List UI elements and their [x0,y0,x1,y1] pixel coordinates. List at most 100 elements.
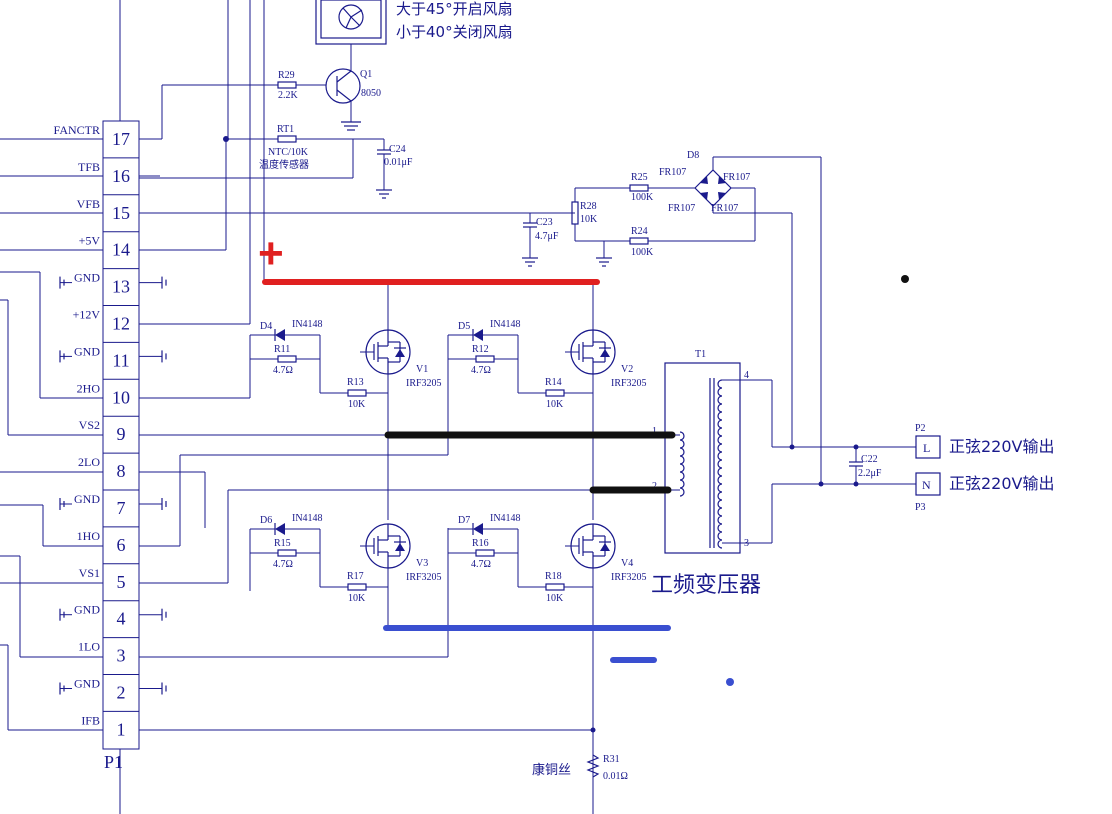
svg-text:100K: 100K [631,192,654,203]
pin-number: 17 [112,129,130,149]
connector-pin-11: 11 GND [59,341,167,370]
pin-signal-label: GND [74,344,100,358]
pin-number: 12 [112,314,130,334]
svg-text:D6: D6 [260,515,272,526]
black-dot [901,275,909,283]
svg-text:IRF3205: IRF3205 [406,572,442,583]
svg-text:R12: R12 [472,344,489,355]
pin-number: 1 [117,719,126,739]
r31-shunt: R31 0.01Ω 康铜丝 [532,754,628,782]
connector-name: P1 [104,752,123,772]
connector-pin-17: 17 FANCTR [54,123,130,149]
svg-text:D7: D7 [458,515,470,526]
diode-icon [473,329,483,341]
q1-ref: Q1 [360,69,372,80]
svg-text:IRF3205: IRF3205 [611,572,647,583]
svg-text:IN4148: IN4148 [490,513,521,524]
pin-number: 13 [112,277,130,297]
svg-text:D4: D4 [260,321,272,332]
svg-text:4.7Ω: 4.7Ω [471,365,491,376]
pin-number: 9 [117,424,126,444]
pin-signal-label: +12V [73,308,101,322]
svg-text:FR107: FR107 [723,172,750,183]
fan: 大于45°开启风扇 小于40°关闭风扇 [315,0,513,62]
svg-text:V4: V4 [621,558,633,569]
ground-icon [59,350,72,363]
pin-signal-label: 1LO [78,640,100,654]
svg-text:V2: V2 [621,364,633,375]
pin-signal-label: VS1 [79,566,100,580]
transistor-icon [325,68,361,104]
svg-text:L: L [923,441,930,455]
svg-text:4.7Ω: 4.7Ω [273,365,293,376]
diode-icon [473,523,483,535]
t1-transformer: T1 1 2 3 4 工频变压器 [651,349,761,598]
svg-text:IRF3205: IRF3205 [406,378,442,389]
svg-text:R28: R28 [580,201,597,212]
rt1-thermistor: RT1 NTC/10K 温度传感器 [259,124,309,171]
pin-number: 15 [112,203,130,223]
ground-icon [59,608,72,621]
pin-signal-label: TFB [78,160,100,174]
svg-text:2.2μF: 2.2μF [858,468,882,479]
svg-text:R14: R14 [545,377,562,388]
pin-number: 2 [117,683,126,703]
svg-text:10K: 10K [546,593,564,604]
svg-text:R13: R13 [347,377,364,388]
svg-text:10K: 10K [580,214,598,225]
svg-text:0.01Ω: 0.01Ω [603,771,628,782]
svg-text:温度传感器: 温度传感器 [259,158,309,171]
svg-text:C22: C22 [861,454,878,465]
svg-text:IN4148: IN4148 [490,319,521,330]
svg-text:R18: R18 [545,571,562,582]
ground-icon [139,276,167,289]
fan-note-line2: 小于40°关闭风扇 [396,23,513,41]
ground-icon [139,498,167,510]
ground-icon [59,682,72,695]
pin-signal-label: IFB [81,713,100,727]
svg-text:10K: 10K [348,593,366,604]
connector-pin-2: 2 GND [59,674,167,703]
svg-text:正弦220V输出: 正弦220V输出 [949,437,1055,456]
ground-icon [59,498,72,510]
pin-signal-label: FANCTR [54,123,100,137]
pin-number: 3 [117,646,126,666]
ground-symbol-q1 [341,121,361,131]
ground-icon [139,608,167,621]
svg-text:IN4148: IN4148 [292,513,323,524]
svg-text:2.2K: 2.2K [278,90,299,101]
svg-text:D8: D8 [687,150,699,161]
svg-text:FR107: FR107 [668,203,695,214]
svg-text:IRF3205: IRF3205 [611,378,647,389]
svg-text:R25: R25 [631,172,648,183]
q1-value: 8050 [361,88,381,99]
svg-text:V3: V3 [416,558,428,569]
connector-pin-12: 12 +12V [73,305,139,334]
svg-text:4.7Ω: 4.7Ω [471,559,491,570]
svg-text:R29: R29 [278,70,295,81]
svg-text:IN4148: IN4148 [292,319,323,330]
pin-number: 14 [112,240,130,260]
connector-pin-14: 14+5V [79,231,139,260]
pin-number: 11 [112,350,129,370]
fan-note-line1: 大于45°开启风扇 [396,0,513,18]
ground-icon [139,350,167,363]
svg-text:康铜丝: 康铜丝 [532,762,571,778]
pin-signal-label: VFB [77,197,100,211]
svg-text:R15: R15 [274,538,291,549]
svg-text:4.7Ω: 4.7Ω [273,559,293,570]
diode-icon [275,329,285,341]
pin-number: 6 [117,535,126,555]
svg-text:T1: T1 [695,349,706,360]
pin-signal-label: GND [74,677,100,691]
svg-text:正弦220V输出: 正弦220V输出 [949,474,1055,493]
